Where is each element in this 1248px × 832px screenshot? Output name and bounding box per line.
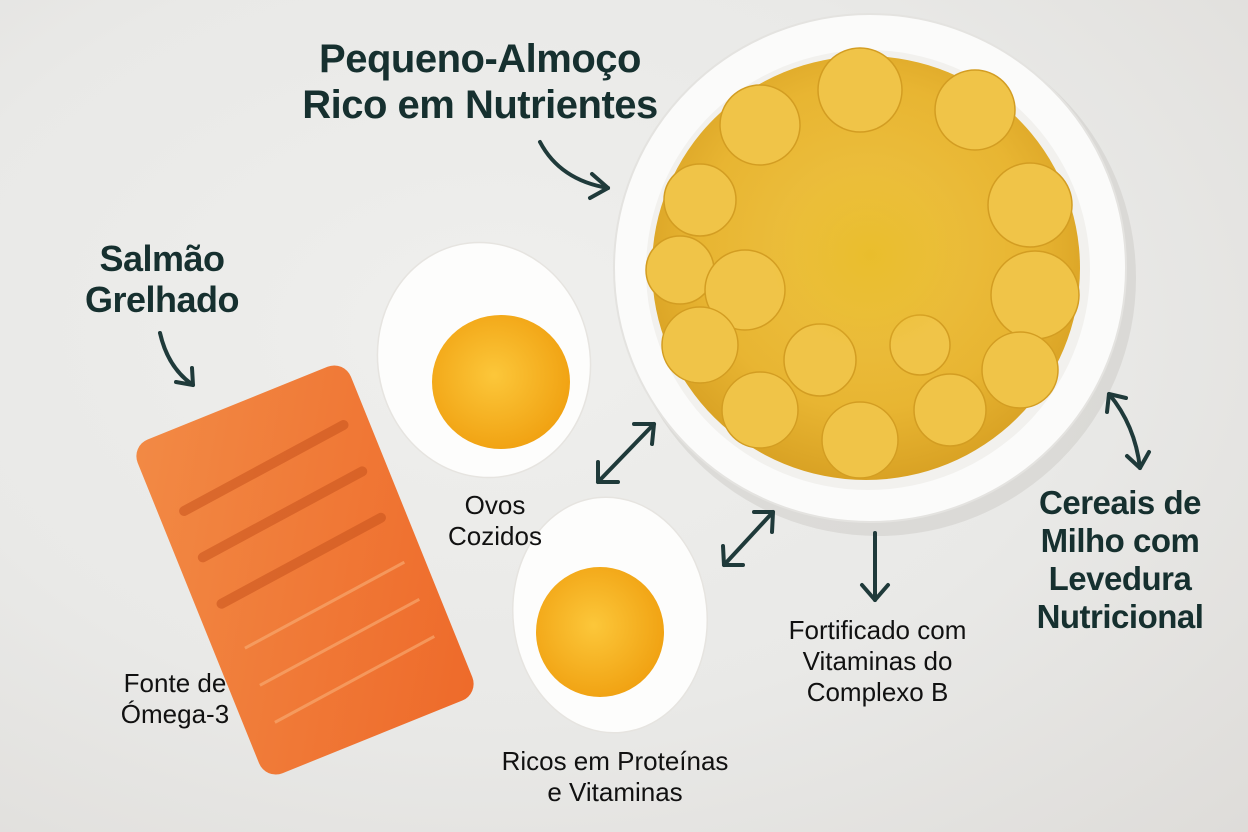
cereal-caption-line-2: Vitaminas do [802,646,953,677]
curved-arrow-icon [538,140,610,200]
title-line-1: Pequeno-Almoço [319,37,641,81]
cereal-caption: Fortificado com Vitaminas do Complexo B [760,615,995,709]
cereal-label: Cereais de Milho com Levedura Nutriciona… [1010,484,1230,636]
cereal-label-line-4: Nutricional [1036,597,1204,635]
eggs-caption: Ricos em Proteínas e Vitaminas [470,746,760,808]
double-arrow-icon [596,422,656,484]
curved-arrow-icon [158,331,195,387]
double-arrow-icon [721,510,775,567]
title-line-2: Rico em Nutrientes [302,83,658,127]
cereal-caption-line-1: Fortificado com [788,615,967,645]
salmon-caption-line-2: Ómega-3 [120,699,230,730]
salmon-label-line-2: Grelhado [84,279,240,321]
down-arrow-icon [860,531,890,602]
salmon-label-line-1: Salmão [99,238,225,279]
salmon-caption: Fonte de Ómega-3 [90,668,260,730]
eggs-caption-line-1: Ricos em Proteínas [501,746,729,776]
eggs-label-line-1: Ovos [464,490,526,520]
eggs-label-line-2: Cozidos [448,521,542,552]
eggs-caption-line-2: e Vitaminas [547,777,683,808]
eggs-label: Ovos Cozidos [420,490,570,552]
cereal-caption-line-3: Complexo B [806,677,949,708]
salmon-label: Salmão Grelhado [62,238,262,321]
cereal-label-line-2: Milho com [1040,521,1200,559]
cereal-label-line-3: Levedura [1048,559,1192,597]
page-title: Pequeno-Almoço Rico em Nutrientes [270,36,690,128]
cereal-label-line-1: Cereais de [1039,484,1201,521]
double-arrow-icon [1105,392,1151,470]
salmon-caption-line-1: Fonte de [123,668,227,698]
